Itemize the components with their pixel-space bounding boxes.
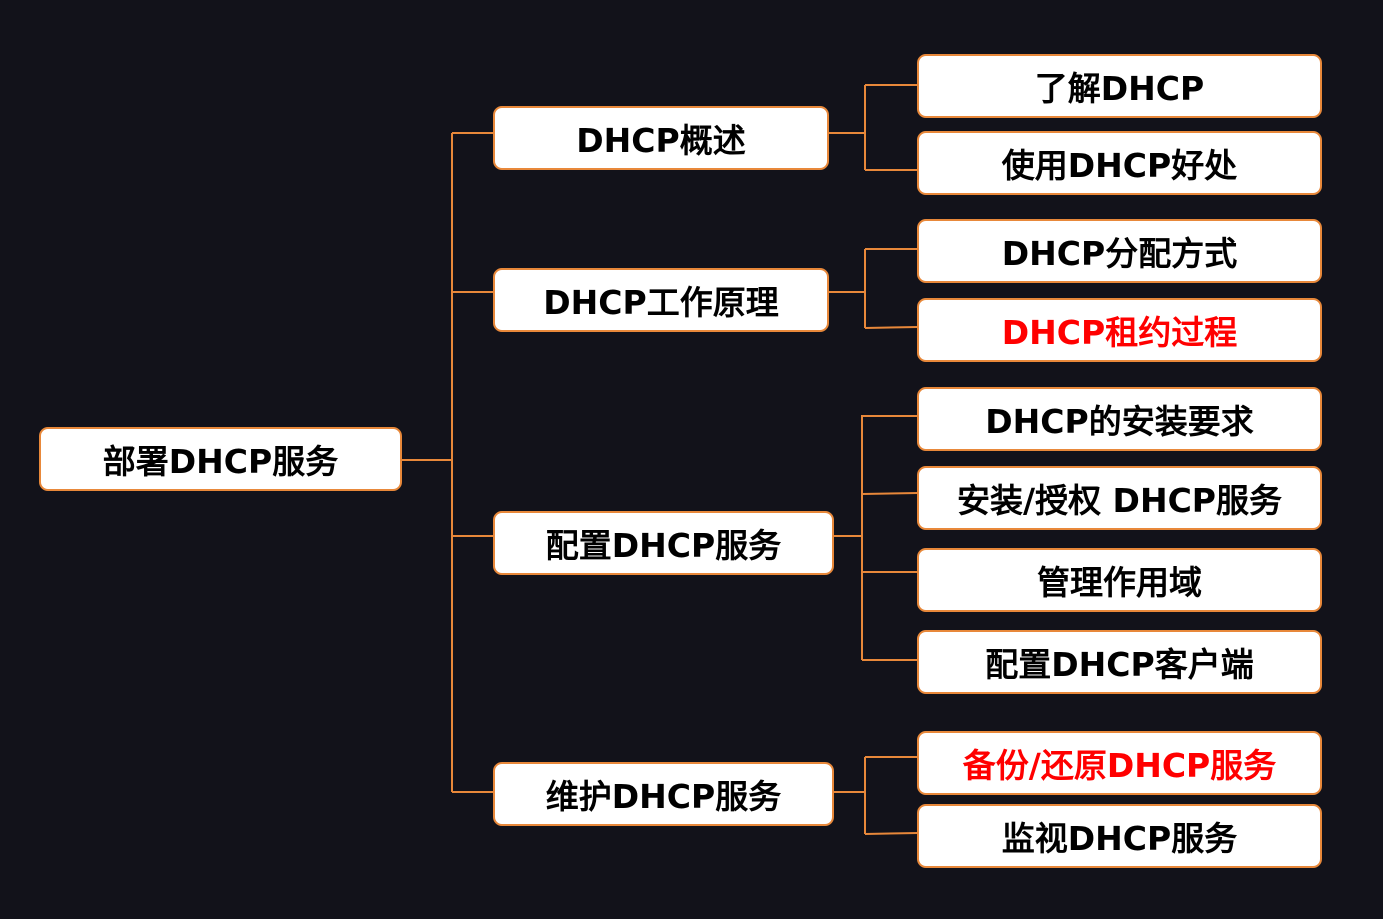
leaf-node-backup-restore: 备份/还原DHCP服务 [917,731,1322,795]
leaf-node-configure-client: 配置DHCP客户端 [917,630,1322,694]
branch-node-overview: DHCP概述 [493,106,829,170]
connector-leaf-2-2 [864,326,919,329]
leaf-node-install-authorize: 安装/授权 DHCP服务 [917,466,1322,530]
leaf-node-dhcp-benefits: 使用DHCP好处 [917,131,1322,195]
branch-node-configure: 配置DHCP服务 [493,511,834,575]
connector-leaf-4-2 [864,832,919,835]
leaf-node-lease-process: DHCP租约过程 [917,298,1322,362]
leaf-node-allocation-methods: DHCP分配方式 [917,219,1322,283]
connector-leaf-3-2 [861,492,919,495]
root-node: 部署DHCP服务 [39,427,402,491]
branch-node-maintain: 维护DHCP服务 [493,762,834,826]
leaf-node-monitor: 监视DHCP服务 [917,804,1322,868]
branch-node-principle: DHCP工作原理 [493,268,829,332]
leaf-node-install-requirements: DHCP的安装要求 [917,387,1322,451]
leaf-node-manage-scope: 管理作用域 [917,548,1322,612]
leaf-node-understand-dhcp: 了解DHCP [917,54,1322,118]
